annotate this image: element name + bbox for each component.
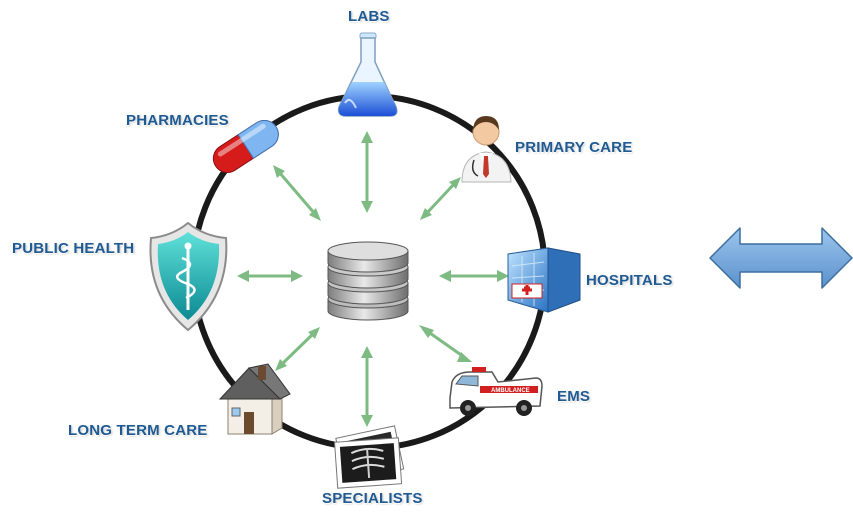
arrow-to-hospitals <box>439 270 509 282</box>
arrow-to-labs <box>361 131 373 213</box>
arrow-to-long-term-care <box>275 327 320 371</box>
label-ems: EMS <box>557 388 591 405</box>
label-primary-care: PRIMARY CARE <box>515 139 633 156</box>
flask-icon <box>337 32 398 117</box>
label-long-term-care: LONG TERM CARE <box>68 422 208 439</box>
arrow-to-primary-care <box>420 177 461 220</box>
connector-arrows <box>237 131 509 427</box>
ambulance-icon: AMBULANCE <box>449 367 543 416</box>
arrow-to-ems <box>419 325 472 362</box>
label-pharmacies: PHARMACIES <box>126 112 229 129</box>
xray-films-icon <box>334 425 405 489</box>
house-icon <box>218 363 291 435</box>
capsule-icon <box>212 119 279 173</box>
caduceus-shield-icon <box>149 221 228 332</box>
arrow-to-specialists <box>361 346 373 427</box>
arrow-to-public-health <box>237 270 303 282</box>
label-labs: LABS <box>348 8 390 25</box>
database-icon <box>327 241 409 321</box>
double-arrow-icon <box>709 227 853 289</box>
label-hospitals: HOSPITALS <box>586 272 673 289</box>
arrow-to-pharmacies <box>273 165 321 221</box>
hospital-building-icon <box>507 247 581 313</box>
ambulance-text: AMBULANCE <box>491 388 530 394</box>
label-public-health: PUBLIC HEALTH <box>12 240 135 257</box>
label-specialists: SPECIALISTS <box>322 490 423 507</box>
doctor-icon <box>461 116 512 183</box>
